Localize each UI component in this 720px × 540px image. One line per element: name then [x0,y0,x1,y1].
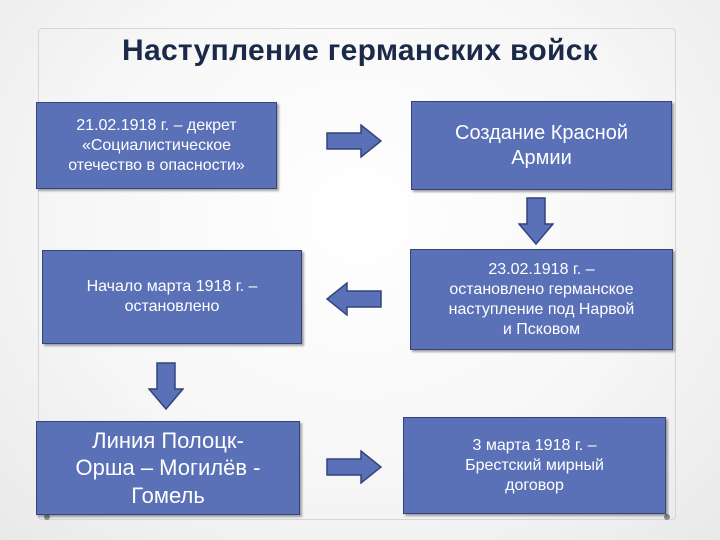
frame-corner-dot [44,514,50,520]
slide-title: Наступление германских войск [122,34,598,67]
red-army-box: Создание Красной Армии [411,101,672,190]
decree-box: 21.02.1918 г. – декрет «Социалистическое… [36,102,277,189]
brest-box: 3 марта 1918 г. – Брестский мирный догов… [403,417,666,514]
slide-frame [38,28,676,520]
arrow-right-icon [326,124,382,158]
arrow-right-icon [326,450,382,484]
arrow-down-icon [518,197,554,245]
stopped-narva-box: 23.02.1918 г. – остановлено германское н… [410,249,673,350]
arrow-left-icon [326,282,382,316]
march-start-box: Начало марта 1918 г. – остановлено [42,250,302,344]
line-box: Линия Полоцк- Орша – Могилёв - Гомель [36,421,300,515]
frame-corner-dot [664,514,670,520]
arrow-down-icon [148,362,184,410]
